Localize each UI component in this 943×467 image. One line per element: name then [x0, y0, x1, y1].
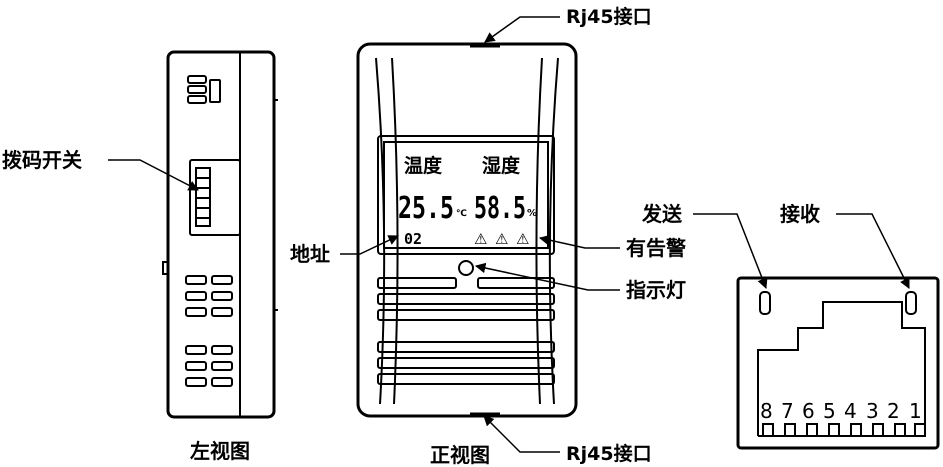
leader-lines — [108, 16, 910, 453]
label-alarm: 有告警 — [626, 236, 686, 260]
pin-number: 4 — [844, 399, 857, 423]
pin-number: 8 — [760, 399, 773, 423]
label-send: 发送 — [641, 202, 683, 226]
pin-number: 6 — [802, 399, 815, 423]
lcd-humidity-unit: % — [527, 208, 537, 219]
pin-number: 7 — [781, 399, 794, 423]
front-view — [356, 42, 578, 418]
lcd-humidity-label: 湿度 — [482, 154, 521, 177]
lcd-temp-unit: ℃ — [456, 209, 467, 219]
callout-labels: Rj45接口 Rj45接口 拨码开关 地址 有告警 指示灯 发送 接收 左视图 … — [2, 6, 820, 467]
pin-number: 3 — [866, 399, 879, 423]
indicator-light — [458, 260, 474, 276]
label-left-view: 左视图 — [190, 439, 250, 463]
lcd-screen: 温度 湿度 25.5 ℃ 58.5 % 02 ⚠ ⚠ ⚠ — [398, 154, 537, 248]
label-front-view: 正视图 — [430, 443, 490, 467]
dip-switch — [189, 159, 241, 236]
warning-icon: ⚠ — [516, 230, 529, 248]
lcd-address-value: 02 — [404, 230, 422, 248]
pin-number: 2 — [887, 399, 900, 423]
rj45-pin-numbers: 8 7 6 5 4 3 2 1 — [760, 399, 922, 423]
label-rj45-bottom: Rj45接口 — [566, 443, 652, 465]
pin-number: 5 — [823, 399, 836, 423]
warning-icon: ⚠ — [495, 230, 508, 248]
lcd-temp-value: 25.5 — [398, 191, 454, 226]
label-address: 地址 — [290, 242, 330, 266]
label-dip-switch: 拨码开关 — [2, 148, 82, 172]
lcd-humidity-value: 58.5 — [474, 191, 526, 226]
send-led — [759, 291, 771, 315]
pin-number: 1 — [909, 399, 922, 423]
lcd-temp-label: 温度 — [404, 154, 443, 177]
warning-icon: ⚠ — [474, 230, 487, 248]
label-indicator: 指示灯 — [626, 278, 686, 302]
left-view — [162, 50, 278, 419]
receive-led — [905, 291, 917, 315]
label-rj45-top: Rj45接口 — [566, 6, 652, 28]
label-receive: 接收 — [780, 202, 820, 226]
rj45-port — [736, 276, 940, 450]
